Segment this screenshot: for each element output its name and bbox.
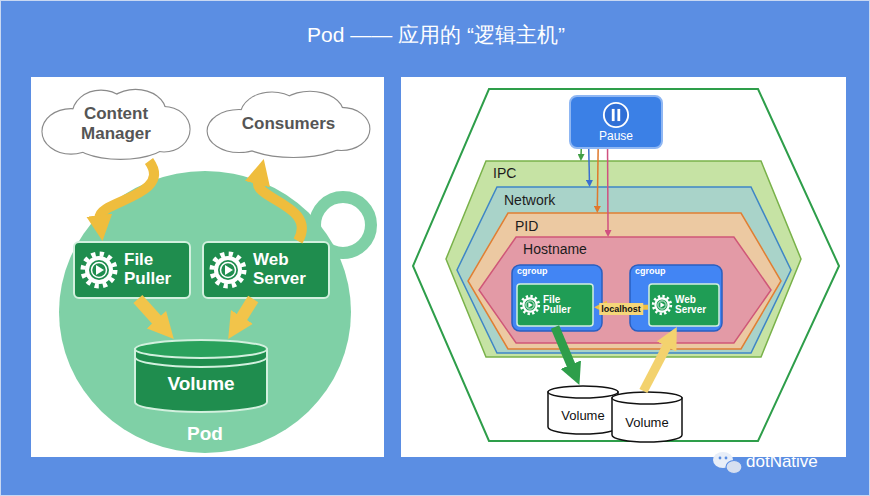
container-icon (79, 250, 119, 290)
container-icon (651, 294, 673, 316)
title-bar: Pod —— 应用的 “逻辑主机” (1, 21, 870, 49)
node-label: Pod (187, 423, 223, 445)
node-shape (468, 213, 781, 349)
node-label: Volume (561, 408, 604, 423)
container-icon (208, 250, 248, 290)
volume-cylinder: Volume (547, 385, 619, 435)
node-label: cgroup (635, 266, 717, 276)
pause-icon (602, 101, 630, 129)
node-label: Consumers (242, 114, 336, 134)
node-label: Web Server (253, 251, 315, 288)
watermark: dotNative (746, 452, 818, 472)
node-shape (446, 161, 801, 357)
right-panel (401, 77, 846, 457)
cloud-node: Content Manager (41, 87, 191, 161)
node-label: cgroup (517, 266, 597, 276)
container-icon (519, 294, 541, 316)
namespace-band: PIDHostnamecgroupFile PullercgroupWeb Se… (468, 213, 781, 349)
namespace-band: IPCNetworkPIDHostnamecgroupFile Pullercg… (446, 161, 801, 357)
cloud-node: Consumers (206, 89, 371, 159)
wechat-icon (713, 452, 742, 474)
node-label: Volume (167, 373, 234, 395)
node-label: IPC (493, 165, 516, 181)
node-label: Hostname (523, 241, 587, 257)
node-label: Content Manager (61, 104, 171, 143)
node-shape (479, 237, 771, 343)
node-shape (59, 171, 351, 453)
pause-container: Pause (569, 95, 663, 149)
node-label: Network (504, 192, 555, 208)
node-shape (457, 187, 791, 353)
volume-cylinder: Volume (611, 391, 683, 443)
edge-label-text: localhost (599, 303, 643, 315)
node-label: File Puller (543, 295, 587, 316)
watermark-text: dotNative (746, 452, 818, 471)
node-label: Volume (625, 415, 668, 430)
container-box: File Puller (516, 283, 594, 327)
title: Pod —— 应用的 “逻辑主机” (307, 23, 565, 46)
cgroup-box: cgroupWeb Server (629, 264, 723, 332)
connector-arrow (580, 149, 582, 155)
node-label: Web Server (675, 295, 719, 316)
edge-label: localhost (599, 298, 643, 316)
namespace-band: NetworkPIDHostnamecgroupFile Pullercgrou… (457, 187, 791, 353)
namespace-band: HostnamecgroupFile PullercgroupWeb Serve… (479, 237, 771, 343)
left-panel (31, 77, 384, 457)
container-box: File Puller (73, 241, 191, 299)
volume-cylinder: Volume (133, 339, 269, 413)
container-box: Web Server (202, 241, 330, 299)
cgroup-box: cgroupFile Puller (511, 264, 603, 332)
node-label: Pause (599, 130, 633, 143)
container-box: Web Server (648, 283, 720, 327)
pod-region: Pod File Puller Web ServerVolume (59, 171, 351, 453)
pod-hexagon (413, 89, 839, 441)
node-label: PID (515, 218, 538, 234)
node-label: File Puller (124, 251, 186, 288)
